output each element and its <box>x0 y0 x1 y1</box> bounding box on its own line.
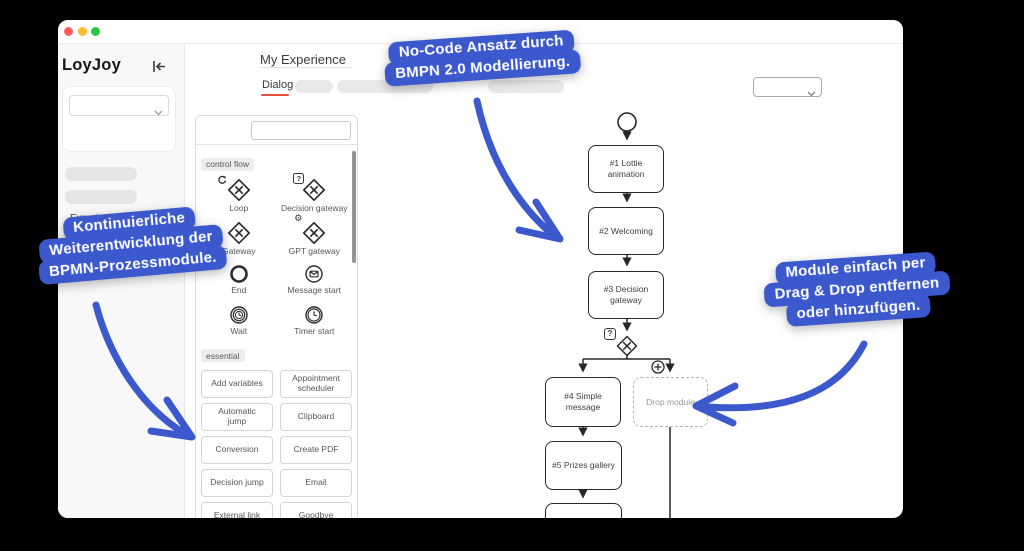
module-create-pdf[interactable]: Create PDF <box>280 435 352 464</box>
palette-header <box>196 116 357 145</box>
palette-scrollbar[interactable] <box>352 151 356 263</box>
gateway-diamond-icon <box>303 221 326 245</box>
loyjoy-logo: LoyJoy <box>62 56 121 74</box>
gateway-question-badge: ? <box>604 328 616 340</box>
section-badge-essential: essential <box>201 349 245 363</box>
drop-module-zone[interactable]: Drop module <box>633 377 708 427</box>
page-title-underline <box>260 67 352 68</box>
palette-item-decision-gateway[interactable]: ? Decision gateway <box>280 173 348 213</box>
sidebar-skeleton-item <box>65 167 137 181</box>
chevron-down-icon <box>807 84 816 97</box>
palette-item-gateway[interactable]: Gateway <box>201 218 277 261</box>
header-dropdown[interactable] <box>753 77 822 97</box>
collapse-sidebar-icon[interactable] <box>152 60 166 73</box>
sidebar-card <box>62 86 176 152</box>
tab-skeleton[interactable] <box>295 80 333 93</box>
flow-node-simple-message[interactable]: #4 Simple message <box>545 377 621 427</box>
add-module-plus-icon <box>651 360 665 374</box>
decision-gateway-diamond-icon <box>616 335 638 357</box>
sidebar-skeleton-item <box>65 190 137 204</box>
tab-skeleton[interactable] <box>488 80 564 93</box>
essential-modules-grid: Add variables Appointment scheduler Auto… <box>201 369 352 518</box>
gateway-diamond-icon <box>303 178 326 202</box>
experience-select[interactable] <box>69 95 169 116</box>
palette-item-gpt-gateway[interactable]: ⚙ GPT gateway <box>288 214 340 256</box>
palette-item-loop[interactable]: Loop <box>201 175 277 218</box>
flow-node-partial[interactable] <box>545 503 622 518</box>
page-title[interactable]: My Experience <box>260 52 346 67</box>
module-add-variables[interactable]: Add variables <box>201 369 273 398</box>
gateway-diamond-icon <box>227 221 250 245</box>
loop-badge-icon <box>217 172 227 184</box>
callout-drag-drop: Module einfach per Drag & Drop entfernen… <box>746 250 968 327</box>
module-palette: control flow Loop ? <box>195 115 358 518</box>
wait-icon <box>230 306 248 324</box>
palette-item-message-start[interactable]: Message start <box>277 261 353 302</box>
tab-dialog[interactable]: Dialog <box>262 79 294 91</box>
module-conversion[interactable]: Conversion <box>201 435 273 464</box>
minimize-window-icon[interactable] <box>77 27 87 36</box>
start-event-icon <box>617 112 637 132</box>
flow-node-welcoming[interactable]: #2 Welcoming <box>588 207 664 255</box>
module-automatic-jump[interactable]: Automatic jump <box>201 402 273 431</box>
module-goodbye[interactable]: Goodbye <box>280 501 352 518</box>
gear-badge-icon: ⚙ <box>294 214 303 224</box>
tab-active-underline <box>261 94 289 96</box>
end-event-icon <box>229 265 248 283</box>
gateway-diamond-icon <box>227 178 250 202</box>
palette-item-timer-start[interactable]: Timer start <box>277 302 353 343</box>
module-clipboard[interactable]: Clipboard <box>280 402 352 431</box>
section-badge-control-flow: control flow <box>201 157 254 171</box>
message-start-icon <box>305 265 323 283</box>
palette-search-input[interactable] <box>251 121 351 140</box>
module-decision-jump[interactable]: Decision jump <box>201 468 273 497</box>
palette-item-wait[interactable]: Wait <box>201 302 277 343</box>
maximize-window-icon[interactable] <box>91 27 100 36</box>
module-appointment-scheduler[interactable]: Appointment scheduler <box>280 369 352 398</box>
flow-node-prizes-gallery[interactable]: #5 Prizes gallery <box>545 441 622 490</box>
palette-item-end[interactable]: End <box>201 261 277 302</box>
control-flow-grid: Loop ? Decision gateway Gateway <box>201 173 353 343</box>
flow-node-decision-gateway[interactable]: #3 Decision gateway <box>588 271 664 319</box>
chevron-down-icon <box>154 103 163 115</box>
close-window-icon[interactable] <box>64 27 73 36</box>
module-external-link[interactable]: External link <box>201 501 273 518</box>
question-badge-icon: ? <box>293 173 305 184</box>
bpmn-canvas[interactable] <box>58 20 903 518</box>
module-email[interactable]: Email <box>280 468 352 497</box>
timer-start-icon <box>305 306 323 324</box>
flow-node-lottie[interactable]: #1 Lottie animation <box>588 145 664 193</box>
